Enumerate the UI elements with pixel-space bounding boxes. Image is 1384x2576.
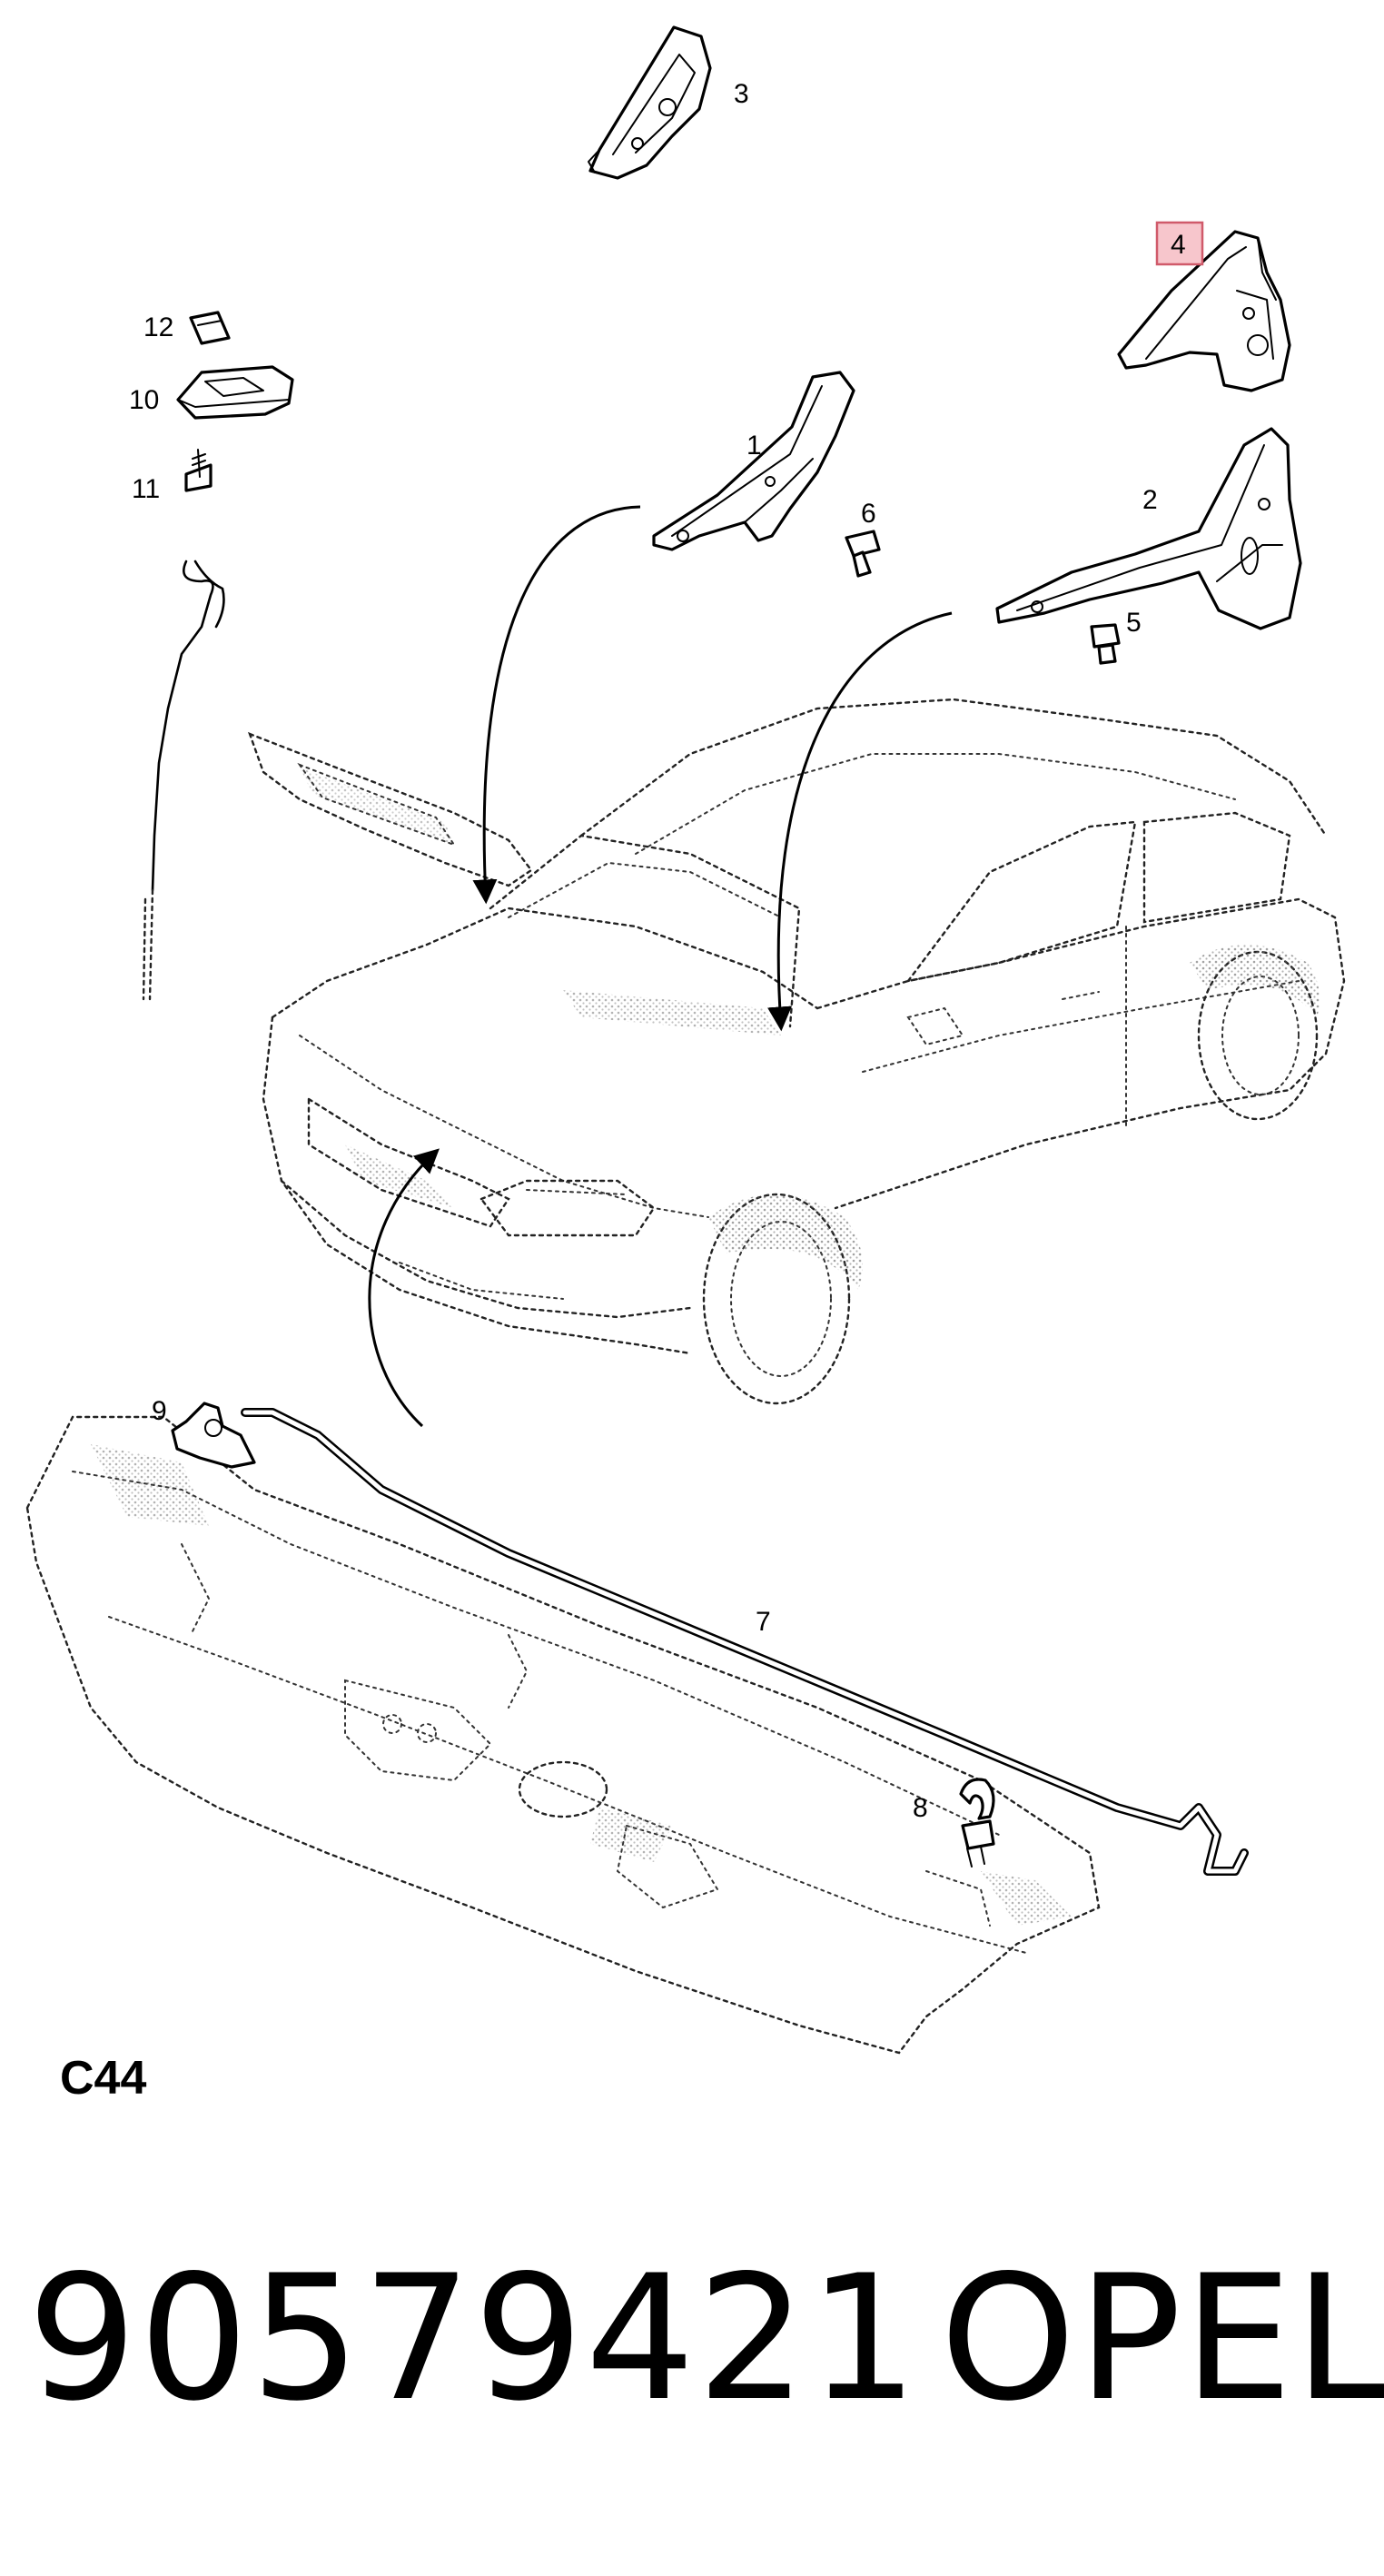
callout-9: 9 — [152, 1396, 167, 1426]
part-2-hinge — [995, 427, 1302, 630]
part-12-clip — [189, 311, 231, 345]
callout-1: 1 — [746, 431, 762, 461]
callout-2: 2 — [1142, 485, 1158, 515]
part-9-rod-clip — [171, 1402, 256, 1469]
brand-name: OPEL — [940, 2238, 1384, 2439]
callout-7: 7 — [756, 1607, 771, 1637]
part-6-bolt — [845, 530, 881, 578]
part-4-hinge — [1117, 230, 1291, 392]
diagram-code-label: C44 — [60, 2052, 147, 2105]
part-11-screw — [184, 449, 213, 492]
part-5-bolt — [1090, 623, 1121, 665]
callout-12: 12 — [143, 312, 173, 342]
callout-3: 3 — [734, 79, 749, 109]
callout-8: 8 — [913, 1793, 928, 1823]
indicator-arrows — [368, 505, 953, 1428]
callout-10: 10 — [129, 385, 159, 415]
callout-4-highlight-box — [1155, 221, 1204, 266]
front-cross-member — [25, 1415, 1101, 2055]
part-number: 90579421 — [27, 2238, 921, 2439]
callout-4: 4 — [1171, 230, 1186, 260]
part-3-hinge-bracket — [588, 25, 712, 180]
callout-5: 5 — [1126, 608, 1142, 638]
part-1-hinge — [652, 371, 855, 551]
hood-stay-rod — [142, 560, 225, 1001]
callout-11: 11 — [132, 474, 160, 504]
part-10-latch-block — [176, 365, 294, 420]
part-7-release-rod — [241, 1408, 1249, 1876]
car-body — [247, 698, 1346, 1405]
part-8-rod-guide — [959, 1778, 995, 1868]
callout-6: 6 — [861, 499, 876, 529]
